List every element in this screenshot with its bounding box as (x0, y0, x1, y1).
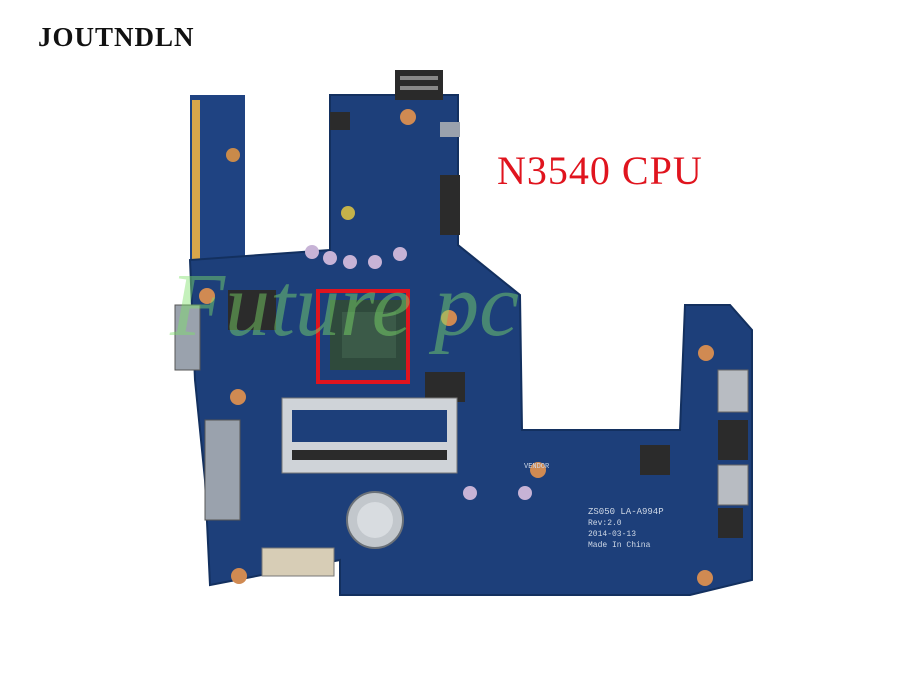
chip-left (228, 290, 276, 330)
board-model: ZS050 LA-A994P (588, 507, 664, 517)
chip-top (330, 112, 350, 130)
left-connector (174, 304, 201, 371)
cpu-highlight-box (316, 289, 410, 384)
power-connector (395, 70, 443, 100)
mounting-holes (199, 109, 714, 586)
left-strip (190, 95, 245, 270)
board-rev: Rev:2.0 (588, 519, 622, 528)
ram-slot (281, 397, 458, 474)
chip-io (640, 445, 670, 475)
sata-connector (204, 419, 241, 521)
chip-right (425, 372, 465, 402)
board-date: 2014-03-13 (588, 530, 636, 539)
board-origin: Made In China (588, 541, 651, 550)
cpu-caption: N3540 CPU (497, 148, 703, 193)
io-ports (440, 122, 749, 538)
capacitors (305, 206, 532, 500)
board-vendor: VENDOR (524, 463, 550, 471)
brand-logo-text: JOUTNDLN (38, 22, 195, 52)
ribbon-connector (261, 547, 335, 577)
watermark-text: Future pc (169, 256, 519, 355)
